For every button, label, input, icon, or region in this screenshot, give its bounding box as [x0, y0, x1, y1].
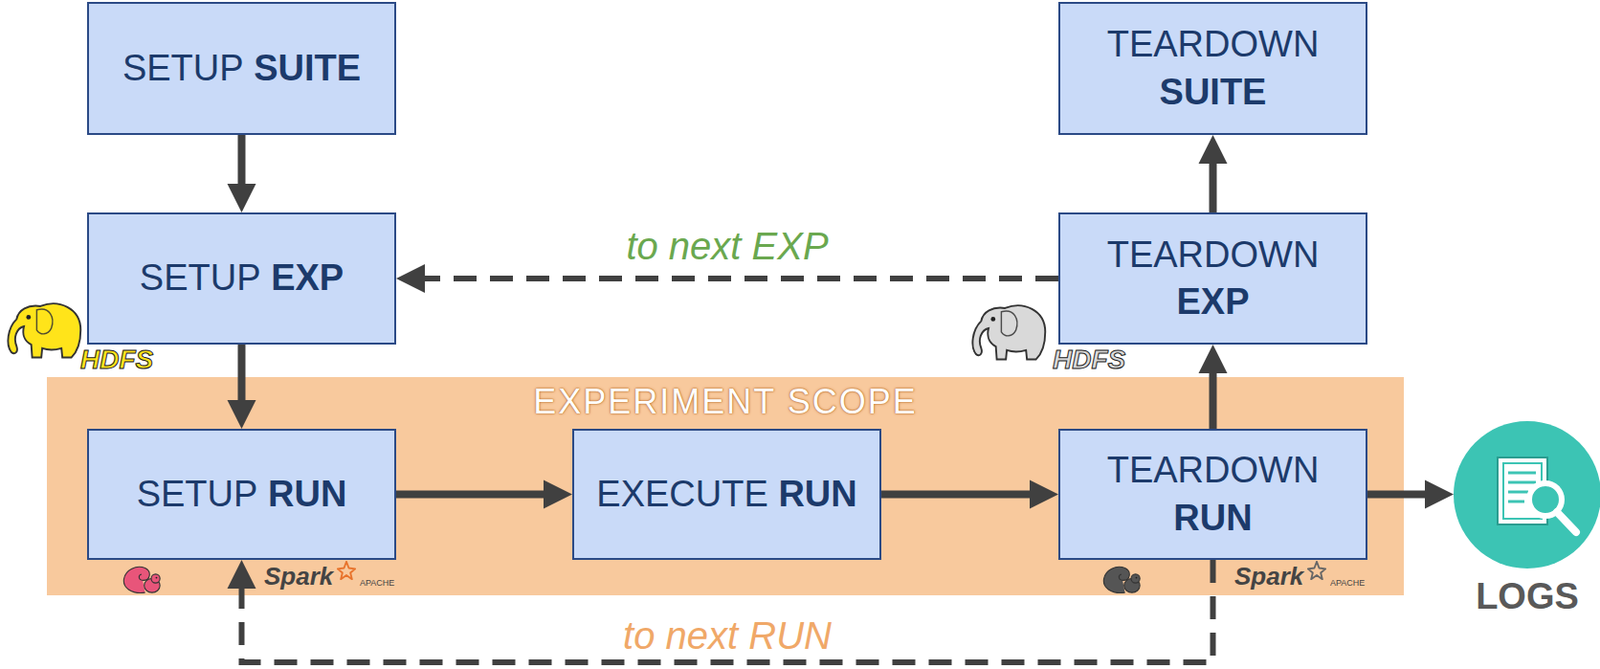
connector-line [396, 490, 544, 499]
box-heading: TEARDOWN [1107, 21, 1320, 68]
exp-setup-box: SETUPEXP [87, 212, 397, 345]
suite-teardown-box: TEARDOWNSUITE [1058, 1, 1368, 135]
hdfs-logo-text: HDFS [1052, 344, 1126, 376]
hdfs-logo-text: HDFS [80, 344, 154, 376]
exp-teardown-box: TEARDOWNEXP [1058, 212, 1368, 345]
box-keyword: SUITE [1159, 68, 1267, 116]
box-keyword: SUITE [253, 44, 361, 92]
logs-circle [1453, 421, 1600, 569]
arrowhead [227, 559, 257, 589]
arrowhead [1424, 480, 1454, 510]
box-text-group: EXECUTERUN [586, 465, 867, 524]
arrowhead [1029, 480, 1059, 510]
flink-squirrel-logo [1103, 566, 1140, 593]
flow-arrow [227, 134, 257, 213]
edge-label: to next EXP [620, 224, 834, 267]
suite-setup-box: SETUPSUITE [87, 1, 397, 135]
box-text-group: SETUPSUITE [112, 39, 371, 98]
scope-watermark: EXPERIMENT SCOPE [46, 380, 1404, 423]
edge-label: to next RUN [617, 614, 838, 657]
connector-line [881, 490, 1030, 499]
spark-star-logo [1308, 561, 1326, 579]
run-setup-box: SETUPRUN [87, 428, 397, 560]
arrowhead [396, 264, 425, 293]
connector-line [1209, 163, 1218, 213]
logs-node: LOGS [1453, 421, 1600, 618]
box-text-group: SETUPEXP [130, 248, 354, 308]
flow-arrow [396, 480, 573, 510]
box-heading: SETUP [122, 44, 245, 92]
arrowhead [1199, 344, 1228, 374]
box-heading: SETUP [139, 254, 262, 302]
connector-line [238, 134, 246, 184]
spark-star-logo [337, 561, 356, 579]
apache-logo-text: APACHE [359, 577, 395, 588]
apache-logo-text: APACHE [1330, 577, 1365, 588]
connector-line [424, 275, 1059, 282]
arrowhead [227, 183, 257, 213]
arrowhead [1199, 134, 1228, 164]
box-keyword: RUN [267, 470, 347, 518]
box-keyword: EXP [270, 254, 344, 302]
box-keyword: EXP [1176, 278, 1249, 326]
box-heading: EXECUTE [596, 470, 768, 518]
connector-line [238, 344, 246, 400]
connector-line [1209, 373, 1218, 429]
spark-logo-text: Spark [1234, 562, 1304, 592]
box-text-group: TEARDOWNRUN [1097, 441, 1330, 548]
flow-arrow [1199, 134, 1228, 213]
experiment-scope-band: EXPERIMENT SCOPESETUPRUNEXECUTERUNTEARDO… [46, 377, 1404, 596]
box-heading: SETUP [136, 470, 259, 518]
dashed-arrow [227, 559, 1214, 663]
spark-logo-text: Spark [264, 562, 334, 592]
flow-arrow [1367, 480, 1454, 510]
box-keyword: RUN [1173, 494, 1252, 542]
flow-arrow [1199, 344, 1228, 429]
flink-squirrel-logo [123, 566, 160, 593]
flow-arrow [227, 344, 257, 429]
box-text-group: TEARDOWNSUITE [1097, 15, 1330, 122]
box-heading: TEARDOWN [1107, 231, 1320, 279]
run-execute-box: EXECUTERUN [572, 428, 882, 560]
hdfs-elephant-logo [7, 303, 81, 357]
experiment-scope-band [46, 377, 1404, 596]
box-keyword: RUN [777, 470, 857, 518]
logs-caption: LOGS [1453, 576, 1600, 618]
flow-arrow [881, 480, 1059, 510]
connector-line [242, 559, 1214, 663]
dashed-arrow [396, 264, 1059, 293]
box-text-group: SETUPRUN [127, 465, 357, 524]
run-teardown-box: TEARDOWNRUN [1058, 428, 1368, 560]
connector-line [1367, 490, 1425, 499]
box-text-group: TEARDOWNEXP [1097, 225, 1330, 333]
arrowhead [227, 400, 257, 429]
arrowhead [543, 480, 573, 510]
box-heading: TEARDOWN [1107, 446, 1320, 494]
hdfs-elephant-logo [972, 305, 1045, 359]
